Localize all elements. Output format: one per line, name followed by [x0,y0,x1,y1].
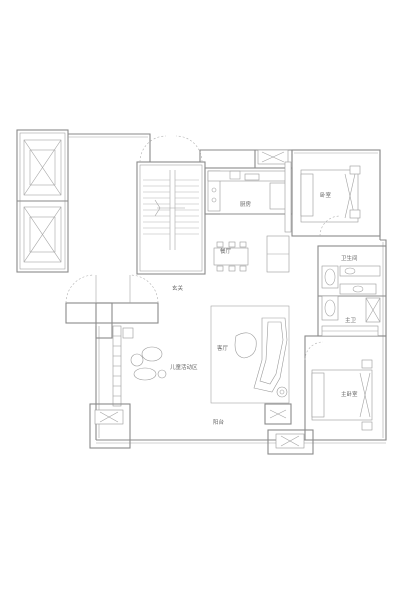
kitchen [204,167,293,215]
elevator-core [16,129,69,273]
entrance [65,274,159,339]
label-bedroom: 卧室 [320,191,332,199]
master-bedroom [304,325,387,441]
label-living: 客厅 [217,344,229,352]
label-master-bedroom: 主卧室 [341,390,358,398]
bathrooms [317,245,387,337]
label-master-bath: 主卫 [345,316,357,324]
living-room [210,305,290,404]
label-dining: 餐厅 [220,247,232,255]
stairwell [136,135,206,275]
label-bathroom: 卫生间 [341,254,358,262]
label-balcony: 阳台 [213,418,225,426]
kids-area [112,325,167,407]
label-kids-area: 儿童活动区 [170,363,198,371]
bedroom [257,149,381,237]
label-kitchen: 厨房 [240,200,252,208]
balcony-units [89,403,314,455]
label-entrance: 玄关 [172,284,184,292]
dining [213,235,290,273]
